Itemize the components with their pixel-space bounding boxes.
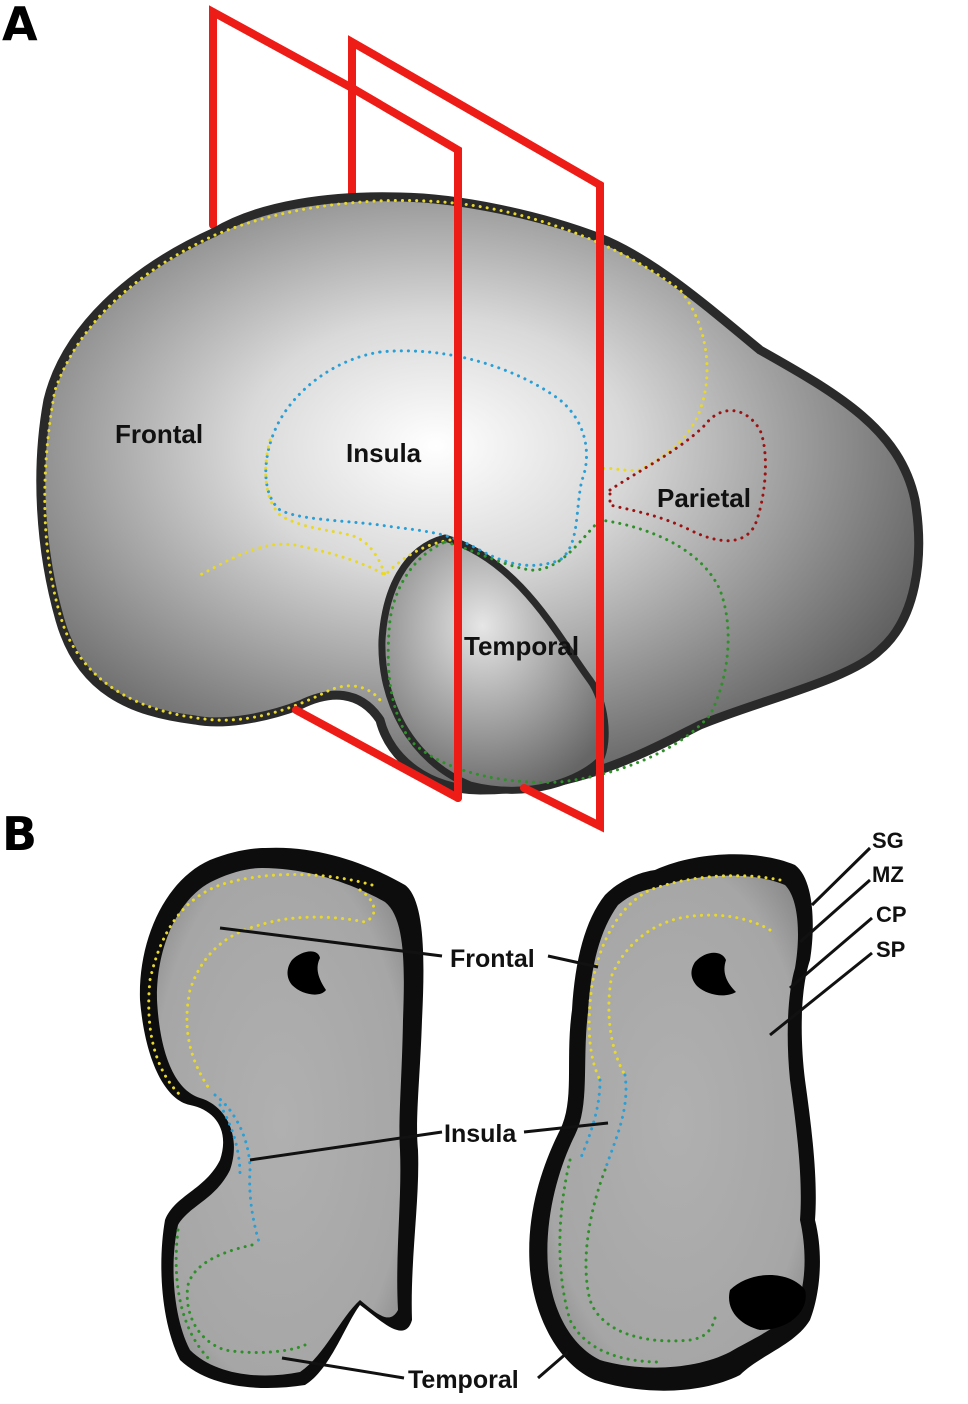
- label-layer-sg: SG: [872, 828, 904, 853]
- label-frontal-a: Frontal: [115, 419, 203, 449]
- label-temporal-b: Temporal: [408, 1366, 519, 1394]
- label-layer-cp: CP: [876, 902, 907, 927]
- panel-a-letter: A: [2, 0, 38, 51]
- label-layer-mz: MZ: [872, 862, 904, 887]
- label-parietal-a: Parietal: [657, 483, 751, 513]
- label-temporal-a: Temporal: [464, 631, 579, 661]
- label-frontal-b: Frontal: [450, 945, 535, 973]
- label-insula-b: Insula: [444, 1120, 517, 1148]
- slice-left-surface: [157, 868, 404, 1376]
- panel-b-letter: B: [2, 807, 37, 861]
- label-layer-sp: SP: [876, 937, 905, 962]
- coronal-slice-right: [529, 854, 820, 1390]
- label-insula-a: Insula: [346, 438, 422, 468]
- coronal-slice-left: [140, 848, 424, 1388]
